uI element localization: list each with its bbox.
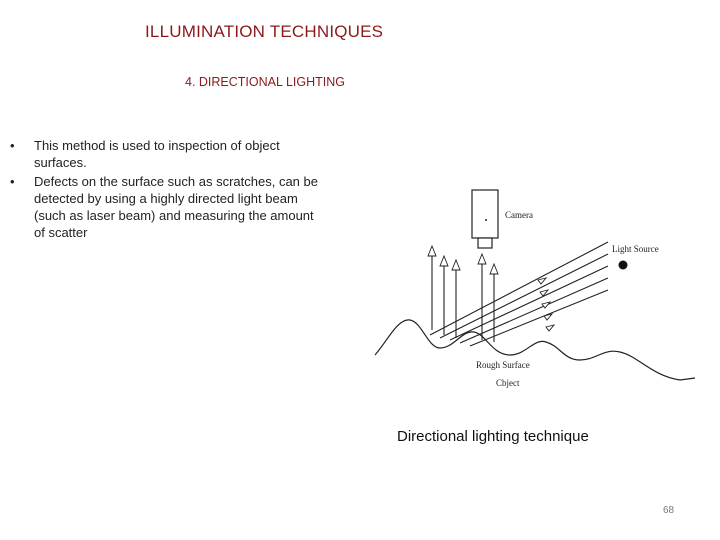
bullet-dot-icon: • — [10, 174, 15, 189]
surface-label: Rough Surface — [476, 360, 530, 370]
page-number: 68 — [663, 505, 675, 516]
light-source-icon — [618, 260, 628, 270]
bullet-list: • This method is used to inspection of o… — [10, 137, 320, 243]
ray-arrowheads — [427, 244, 499, 275]
light-beams — [429, 241, 609, 347]
camera-icon — [471, 189, 499, 249]
bullet-text: Defects on the surface such as scratches… — [34, 174, 318, 240]
slide-title: ILLUMINATION TECHNIQUES — [145, 22, 384, 41]
bullet-item: • This method is used to inspection of o… — [10, 137, 320, 171]
camera-label: Camera — [505, 210, 533, 220]
bullet-item: • Defects on the surface such as scratch… — [10, 173, 320, 241]
figure-caption: Directional lighting technique — [397, 428, 589, 445]
beam-arrowheads — [537, 277, 556, 332]
bullet-text: This method is used to inspection of obj… — [34, 138, 280, 170]
slide-subtitle: 4. DIRECTIONAL LIGHTING — [185, 75, 345, 89]
reflected-rays — [431, 252, 495, 342]
light-source-label: Light Source — [612, 244, 659, 254]
directional-lighting-diagram: Camera Light Source Rough Surface Cbject — [374, 189, 696, 388]
rough-surface-line — [374, 319, 696, 381]
object-label: Cbject — [496, 378, 520, 388]
bullet-dot-icon: • — [10, 138, 15, 153]
